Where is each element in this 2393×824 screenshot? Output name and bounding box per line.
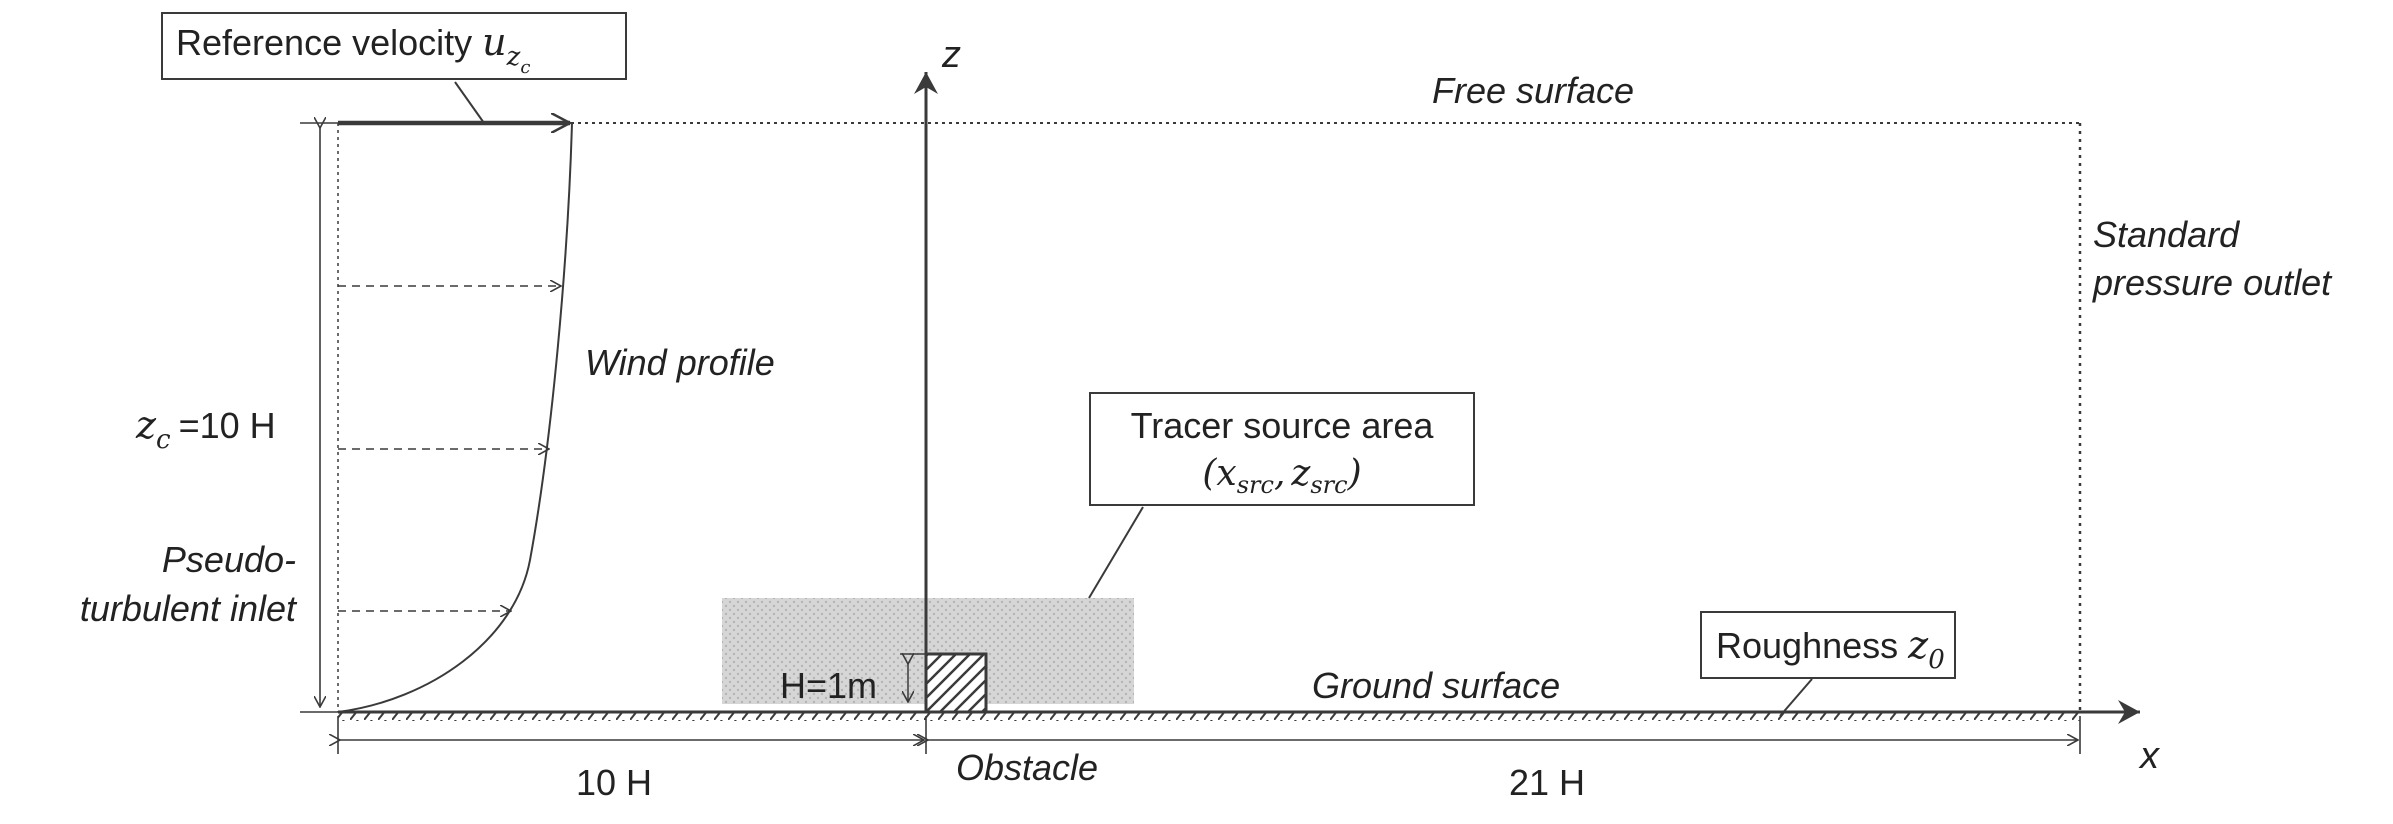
ground-hatch xyxy=(338,712,2080,721)
distance-right-label: 21 H xyxy=(1509,762,1585,803)
ground-surface-label: Ground surface xyxy=(1312,665,1560,706)
zc-label: zc=10 H xyxy=(135,403,276,455)
roughness-box xyxy=(1700,611,1956,679)
tracer-source-box xyxy=(1089,392,1475,506)
tracer-label-line1: Tracer source area xyxy=(1131,405,1435,446)
roughness-leader xyxy=(1779,678,1813,717)
wind-profile-label: Wind profile xyxy=(585,342,775,383)
reference-velocity-leader xyxy=(454,81,485,124)
reference-velocity-label: Reference velocity uzc xyxy=(176,20,530,78)
obstacle-label: Obstacle xyxy=(956,747,1098,788)
inlet-label-line1: Pseudo- xyxy=(162,539,296,580)
obstacle-hatch xyxy=(924,652,988,714)
outlet-label-line1: Standard xyxy=(2093,214,2240,255)
roughness-label: Roughness z0 xyxy=(1716,623,1945,675)
x-axis-label: x xyxy=(2138,735,2161,777)
reference-velocity-box xyxy=(161,12,627,80)
tracer-leader xyxy=(1088,506,1144,599)
obstacle-height-label: H=1m xyxy=(780,665,877,706)
free-surface-label: Free surface xyxy=(1432,70,1634,111)
tracer-label-line2: (xsrc,zsrc) xyxy=(1202,453,1361,499)
inlet-label-line2: turbulent inlet xyxy=(80,588,298,629)
wind-profile-curve xyxy=(337,122,573,713)
outlet-label-line2: pressure outlet xyxy=(2092,262,2333,303)
z-axis-label: z xyxy=(941,34,961,76)
distance-left-label: 10 H xyxy=(576,762,652,803)
